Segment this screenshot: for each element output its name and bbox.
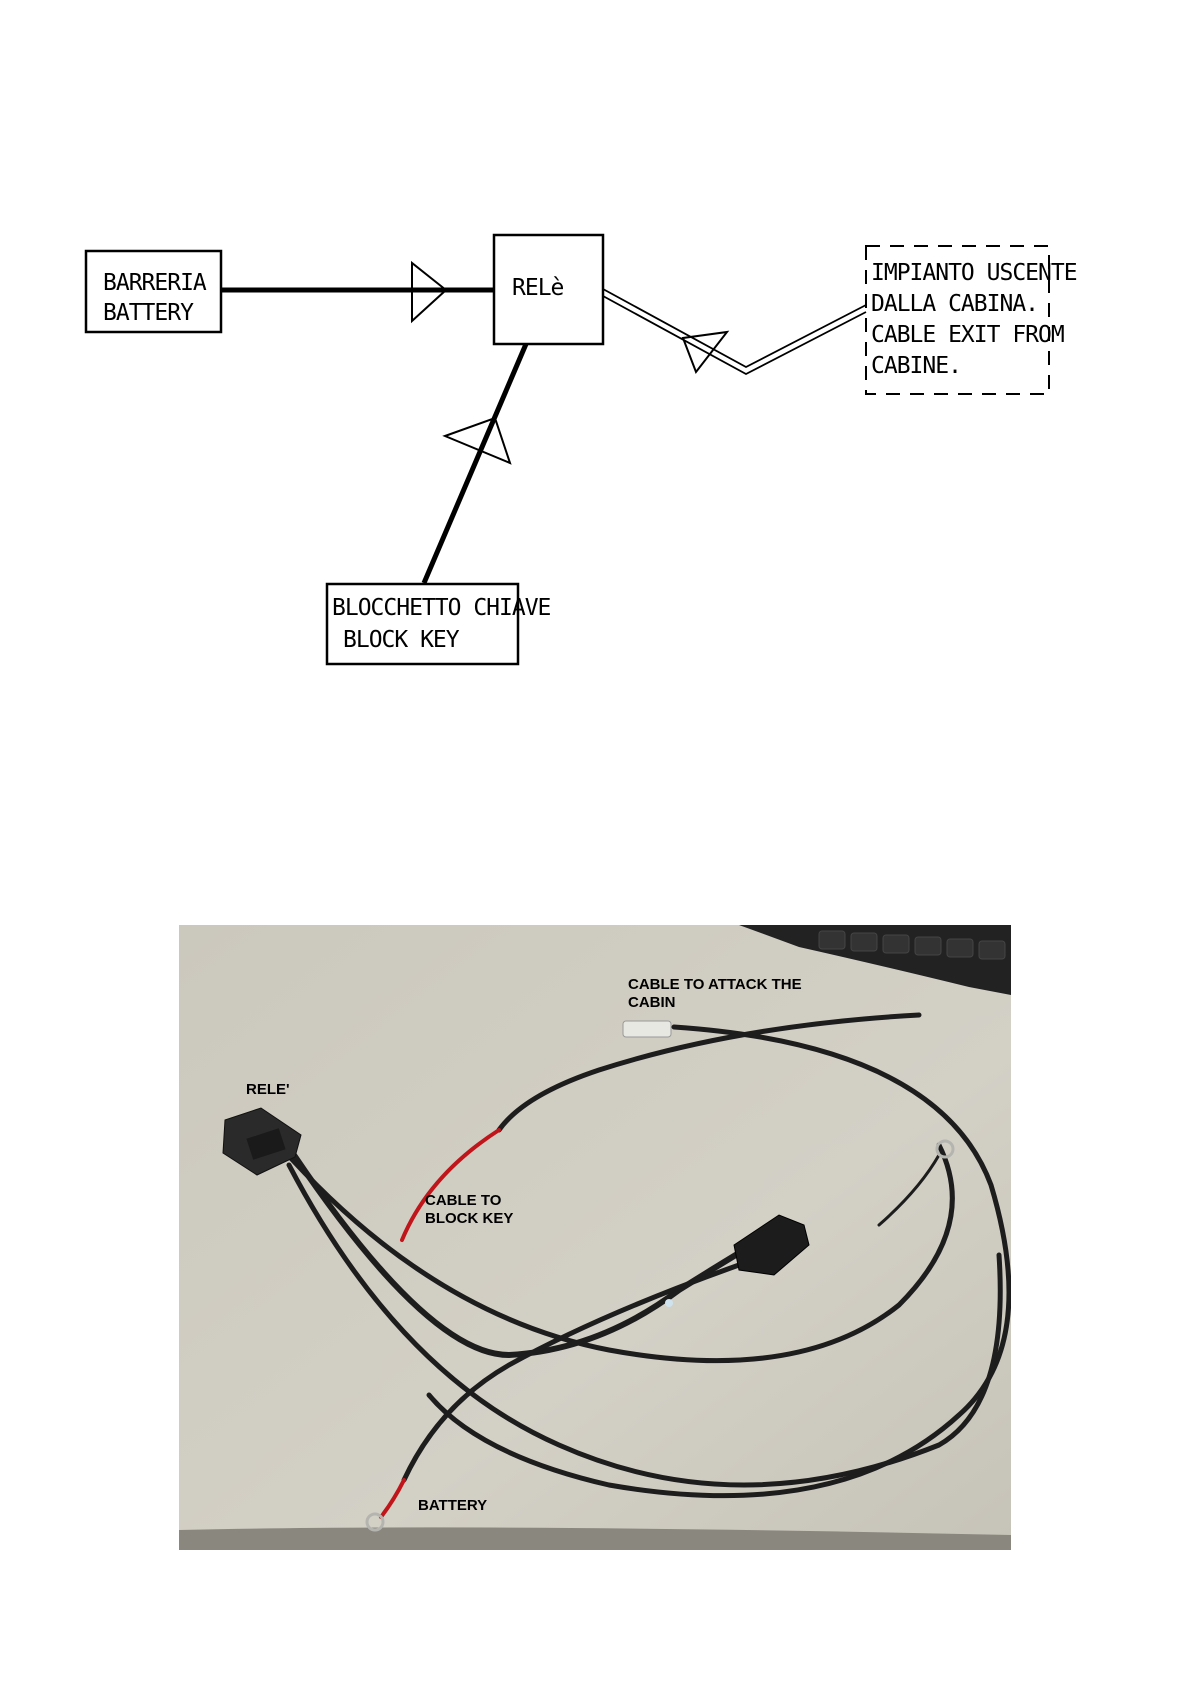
cable-tie [665,1299,673,1307]
wiring-diagram: BARRERIA BATTERY RELè IMPIANTO USCENTE D… [0,0,1192,700]
cable-harness-photo: CABLE TO ATTACK THE CABIN RELE' CABLE TO… [179,925,1011,1550]
label-cable-to-block-key: CABLE TO BLOCK KEY [425,1192,513,1228]
label-battery: BATTERY [418,1497,487,1515]
cabin-box-line4: CABINE. [871,353,961,379]
label-cable-to-cabin: CABLE TO ATTACK THE CABIN [628,976,802,1012]
relay-cabin-wire-b [603,296,866,374]
cabin-box-line2: DALLA CABINA. [871,291,1038,317]
cabin-connector [623,1021,671,1037]
cabin-box-line3: CABLE EXIT FROM [871,322,1064,348]
cabin-box-line1: IMPIANTO USCENTE [871,260,1077,286]
key-box-line2: BLOCK KEY [343,627,460,653]
relay-box-label: RELè [512,275,564,301]
battery-box-line2: BATTERY [103,300,194,326]
key-box-line1: BLOCCHETTO CHIAVE [332,595,551,621]
battery-box-line1: BARRERIA [103,270,207,296]
relay-cabin-wire-a [603,289,866,367]
label-relay: RELE' [246,1081,290,1099]
